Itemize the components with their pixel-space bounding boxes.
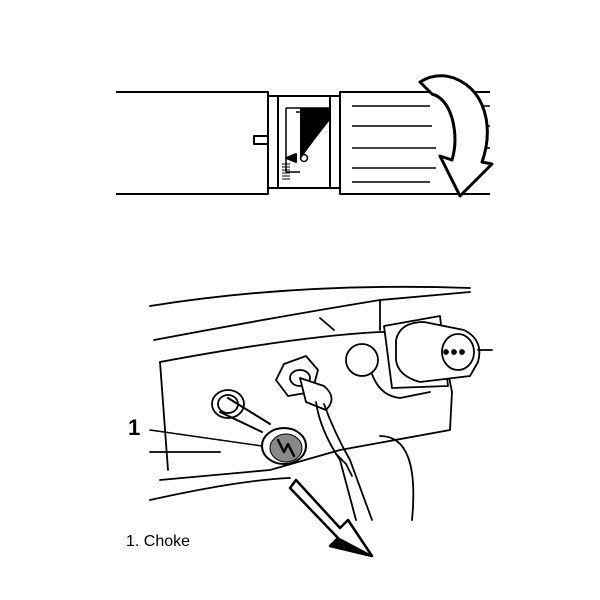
control-panel (159, 331, 453, 481)
lock-icon (299, 153, 309, 163)
scale-ticks (282, 163, 290, 180)
panel-cap (345, 343, 379, 377)
callout-leader-line (149, 429, 263, 447)
triangle-marker-icon (285, 153, 297, 163)
choke-symbol-icon (276, 438, 296, 458)
callout-number-1: 1 (128, 415, 141, 440)
engine-cover-outline (149, 285, 471, 307)
choke-shaft (219, 397, 271, 433)
cable (315, 401, 357, 521)
choke-knob (261, 427, 307, 465)
legend-item-choke: 1. Choke (126, 533, 191, 550)
curved-arrow-down-icon (418, 74, 494, 198)
